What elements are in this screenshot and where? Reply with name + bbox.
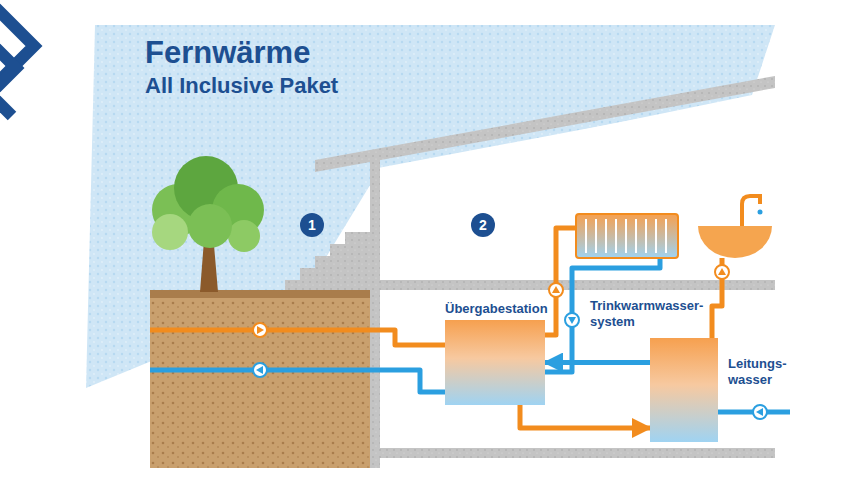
node-label: Trinkwarmwasser- system <box>590 298 710 329</box>
logo <box>0 8 34 116</box>
radiator-fin <box>665 219 667 253</box>
callout-number: 2 <box>471 213 495 237</box>
callout-number: 1 <box>300 213 324 237</box>
soil-top <box>150 290 378 298</box>
radiator-fin <box>645 219 647 253</box>
floor-slab <box>285 280 775 290</box>
subtitle: All Inclusive Paket <box>145 74 338 98</box>
title: Fernwärme <box>145 36 310 70</box>
basement-floor <box>370 448 775 458</box>
roof <box>315 76 775 172</box>
radiator-fin <box>595 219 597 253</box>
radiator-fin <box>635 219 637 253</box>
pipe-label: Leitungs- wasser <box>728 356 792 387</box>
hot-water-system: Trinkwarmwasser- system <box>650 338 718 442</box>
radiator-fin <box>625 219 627 253</box>
pipe-connector <box>545 360 650 365</box>
radiator-fin <box>655 219 657 253</box>
node-label: Übergabestation <box>445 301 548 317</box>
radiator-fin <box>615 219 617 253</box>
pipe-connector <box>520 405 650 428</box>
wall <box>370 160 380 468</box>
soil <box>150 290 378 468</box>
sink <box>698 196 772 258</box>
radiator-fin <box>585 219 587 253</box>
radiator-fin <box>605 219 607 253</box>
transfer-station: Übergabestation <box>445 320 545 405</box>
radiator <box>576 214 678 258</box>
tree <box>152 156 264 292</box>
